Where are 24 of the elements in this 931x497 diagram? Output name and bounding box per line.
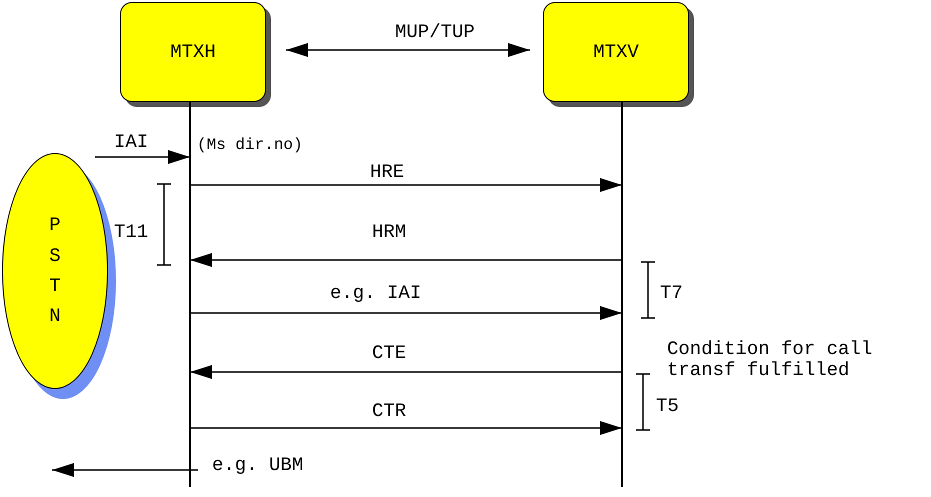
edge-label: CTE — [372, 343, 406, 364]
edge-label: e.g. IAI — [330, 283, 422, 304]
edge-label: e.g. UBM — [212, 455, 304, 476]
message-arrow — [286, 43, 530, 57]
note-text: Condition for call transf fulfilled — [667, 339, 874, 381]
message-arrow — [190, 306, 622, 320]
edge-label: IAI — [114, 132, 148, 153]
node-label: MTXH — [170, 41, 216, 63]
node-label: MTXV — [593, 41, 639, 63]
edge-label: HRM — [372, 222, 406, 243]
timer-label: T11 — [114, 222, 148, 243]
message-arrow — [190, 421, 622, 435]
timer-label: T5 — [656, 396, 679, 417]
note-text: (Ms dir.no) — [197, 137, 303, 155]
edge-label: HRE — [370, 162, 404, 183]
message-arrow — [52, 463, 198, 477]
message-arrow — [190, 178, 622, 192]
message-arrow — [190, 253, 622, 267]
edge-label: CTR — [372, 401, 406, 422]
edge-label: MUP/TUP — [395, 22, 475, 43]
message-arrow — [95, 150, 190, 164]
node-label: P S T N — [48, 213, 62, 330]
message-arrow — [190, 365, 622, 379]
timer-label: T7 — [660, 283, 683, 304]
